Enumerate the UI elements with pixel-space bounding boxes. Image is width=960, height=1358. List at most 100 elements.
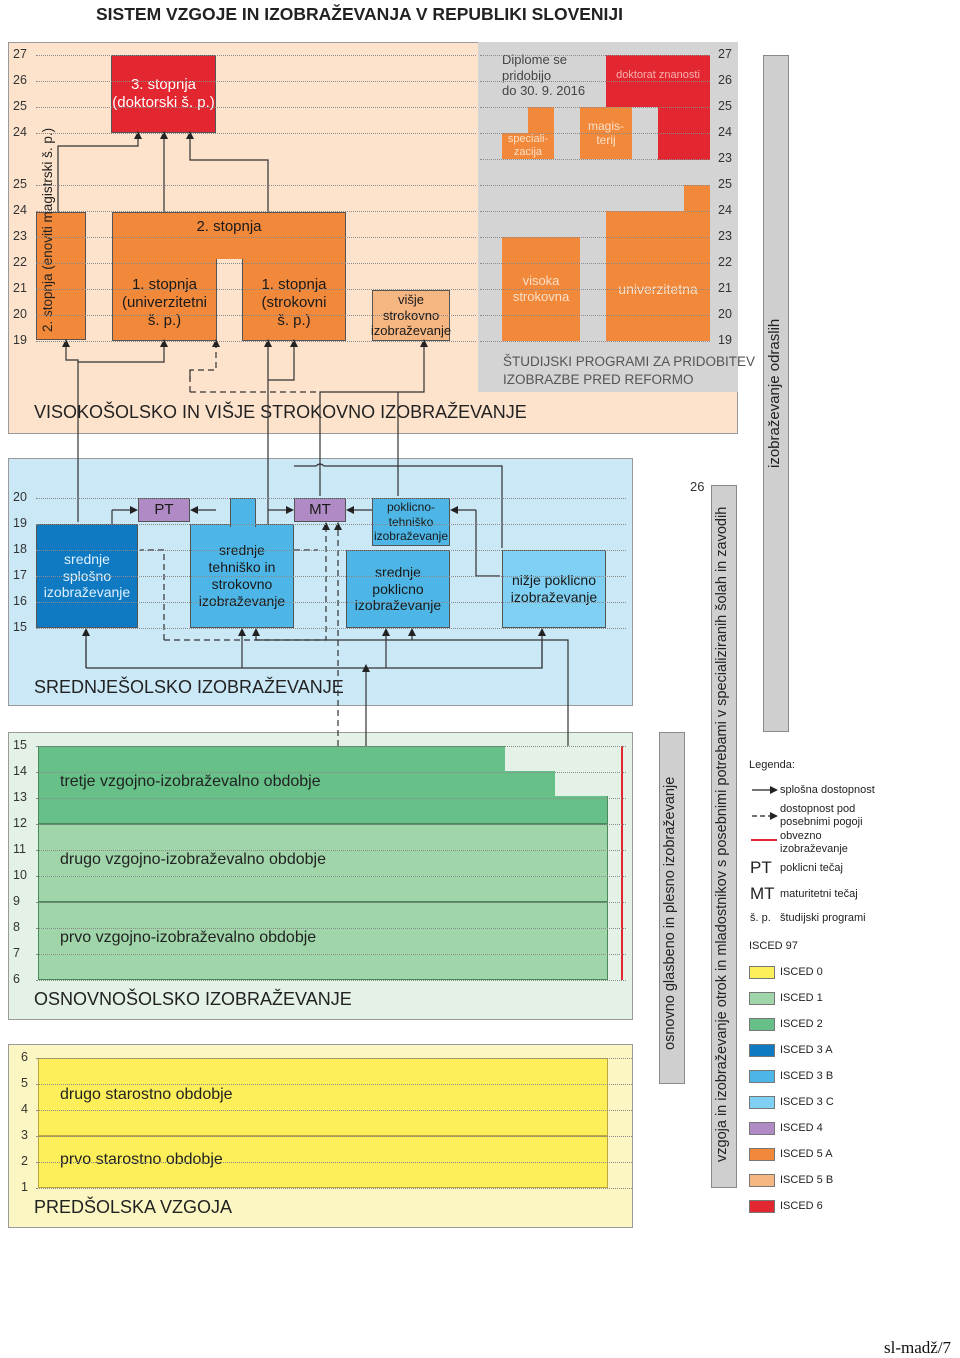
- basic-grid-line: [36, 772, 626, 773]
- basic-age-label: 7: [13, 946, 20, 960]
- higher-age-label: 25: [13, 99, 27, 113]
- basic-age-label: 8: [13, 920, 20, 934]
- basic-grid-line: [36, 746, 626, 747]
- pre-reform-age-label: 24: [718, 125, 732, 139]
- pre-reform-lower-age-label: 23: [718, 229, 732, 243]
- special-needs-bar: [711, 485, 737, 1188]
- pre-reform-lower-age-label: 20: [718, 307, 732, 321]
- preschool-section-label: PREDŠOLSKA VZGOJA: [34, 1197, 233, 1217]
- pt-box: PT: [138, 498, 190, 522]
- secondary-age-label: 15: [13, 620, 27, 634]
- isced3a-label: ISCED 3 A: [780, 1044, 833, 1056]
- isced1-label: ISCED 1: [780, 992, 823, 1004]
- pre-reform-grid-line: [480, 107, 710, 108]
- special-needs-age: 26: [690, 479, 705, 494]
- secondary-section-label: SREDNJEŠOLSKO IZOBRAŽEVANJE: [34, 677, 344, 697]
- secondary-age-label: 17: [13, 568, 27, 582]
- basic-third-label: tretje vzgojno-izobraževalno obdobje: [60, 773, 321, 790]
- isced5b-label: ISCED 5 B: [780, 1174, 834, 1186]
- basic-age-label: 15: [13, 738, 27, 752]
- pre-reform-lower-grid-line: [480, 341, 710, 342]
- basic-second-period-band: [38, 824, 608, 902]
- higher-lower-grid-line: [36, 289, 476, 290]
- secondary-age-label: 18: [13, 542, 27, 556]
- pre-reform-lower-age-label: 24: [718, 203, 732, 217]
- legend-sp-text: študijski programi: [780, 912, 866, 924]
- isced6-swatch: [749, 1199, 775, 1213]
- pre-reform-lower-grid-line: [480, 315, 710, 316]
- higher-grid-line: [36, 55, 476, 56]
- pre-reform-age-label: 26: [718, 73, 732, 87]
- preschool-age-label: 5: [21, 1076, 28, 1090]
- footer-code: sl-madž/7: [884, 1338, 952, 1357]
- preschool-age-label: 3: [21, 1128, 28, 1142]
- pre-reform-grid-line: [480, 159, 710, 160]
- second-cycle-notch: [217, 259, 242, 341]
- pre-reform-lower-age-label: 19: [718, 333, 732, 347]
- higher-lower-age-label: 19: [13, 333, 27, 347]
- higher-lower-age-label: 24: [13, 203, 27, 217]
- legend-title: Legenda:: [749, 759, 795, 771]
- higher-lower-age-label: 22: [13, 255, 27, 269]
- secondary-grid-line: [36, 498, 626, 499]
- higher-lower-age-label: 20: [13, 307, 27, 321]
- pre-reform-lower-age-label: 21: [718, 281, 732, 295]
- pre-reform-grid-line: [480, 133, 710, 134]
- legend-isced4: ISCED 4: [749, 1121, 823, 1135]
- legend-isced2: ISCED 2: [749, 1017, 823, 1031]
- preschool-second-label: drugo starostno obdobje: [60, 1086, 233, 1103]
- secondary-age-label: 19: [13, 516, 27, 530]
- legend-isced3c: ISCED 3 C: [749, 1095, 834, 1109]
- pre-reform-age-label: 27: [718, 47, 732, 61]
- basic-third-step-cutout-2: [555, 770, 609, 796]
- basic-age-label: 6: [13, 972, 20, 986]
- pre-reform-lower-age-label: 22: [718, 255, 732, 269]
- specializacija-box: speciali- zacija: [502, 133, 554, 159]
- isced3a-swatch: [749, 1043, 775, 1057]
- preschool-grid-line: [36, 1084, 632, 1085]
- vocational-technical-box: poklicno- tehniško izobraževanje: [372, 498, 450, 546]
- legend-isced5a: ISCED 5 A: [749, 1147, 833, 1161]
- isced5b-swatch: [749, 1173, 775, 1187]
- legend-general-access: splošna dostopnost: [780, 784, 875, 796]
- isced3c-swatch: [749, 1095, 775, 1109]
- basic-grid-line: [36, 876, 626, 877]
- short-vocational-box: višje strokovno izobraževanje: [371, 290, 451, 341]
- higher-lower-grid-line: [36, 341, 476, 342]
- preschool-age-label: 2: [21, 1154, 28, 1168]
- preschool-first-label: prvo starostno obdobje: [60, 1151, 223, 1168]
- specializacija-box-top: [528, 107, 554, 134]
- secondary-grid-line: [36, 602, 626, 603]
- isced0-swatch: [749, 965, 775, 979]
- higher-lower-grid-line: [36, 211, 476, 212]
- preschool-age-label: 1: [21, 1180, 28, 1194]
- preschool-grid-line: [36, 1162, 632, 1163]
- legend-isced3b: ISCED 3 B: [749, 1069, 833, 1083]
- adult-education-bar: [763, 55, 789, 732]
- basic-age-label: 10: [13, 868, 27, 882]
- legend-pt-abbr: PT: [750, 858, 772, 877]
- preschool-grid-line: [36, 1136, 632, 1137]
- pre-reform-lower-grid-line: [480, 185, 710, 186]
- isced6-label: ISCED 6: [780, 1200, 823, 1212]
- isced3c-label: ISCED 3 C: [780, 1096, 834, 1108]
- pre-reform-lower-grid-line: [480, 237, 710, 238]
- pre-reform-lower-grid-line: [480, 263, 710, 264]
- preschool-grid-line: [36, 1110, 632, 1111]
- lower-vocational-box: nižje poklicno izobraževanje: [502, 550, 606, 628]
- basic-age-label: 9: [13, 894, 20, 908]
- legend-compulsory: obvezno izobraževanje: [780, 830, 848, 855]
- basic-age-label: 13: [13, 790, 27, 804]
- basic-grid-line: [36, 954, 626, 955]
- isced1-swatch: [749, 991, 775, 1005]
- higher-lower-age-label: 23: [13, 229, 27, 243]
- higher-grid-line: [36, 81, 476, 82]
- higher-age-label: 26: [13, 73, 27, 87]
- pre-reform-age-label: 23: [718, 151, 732, 165]
- isced5a-swatch: [749, 1147, 775, 1161]
- pre-reform-caption: ŠTUDIJSKI PROGRAMI ZA PRIDOBITEV IZOBRAZ…: [503, 354, 756, 387]
- higher-lower-grid-line: [36, 263, 476, 264]
- legend-mt-text: maturitetni tečaj: [780, 888, 858, 900]
- higher-lower-grid-line: [36, 185, 476, 186]
